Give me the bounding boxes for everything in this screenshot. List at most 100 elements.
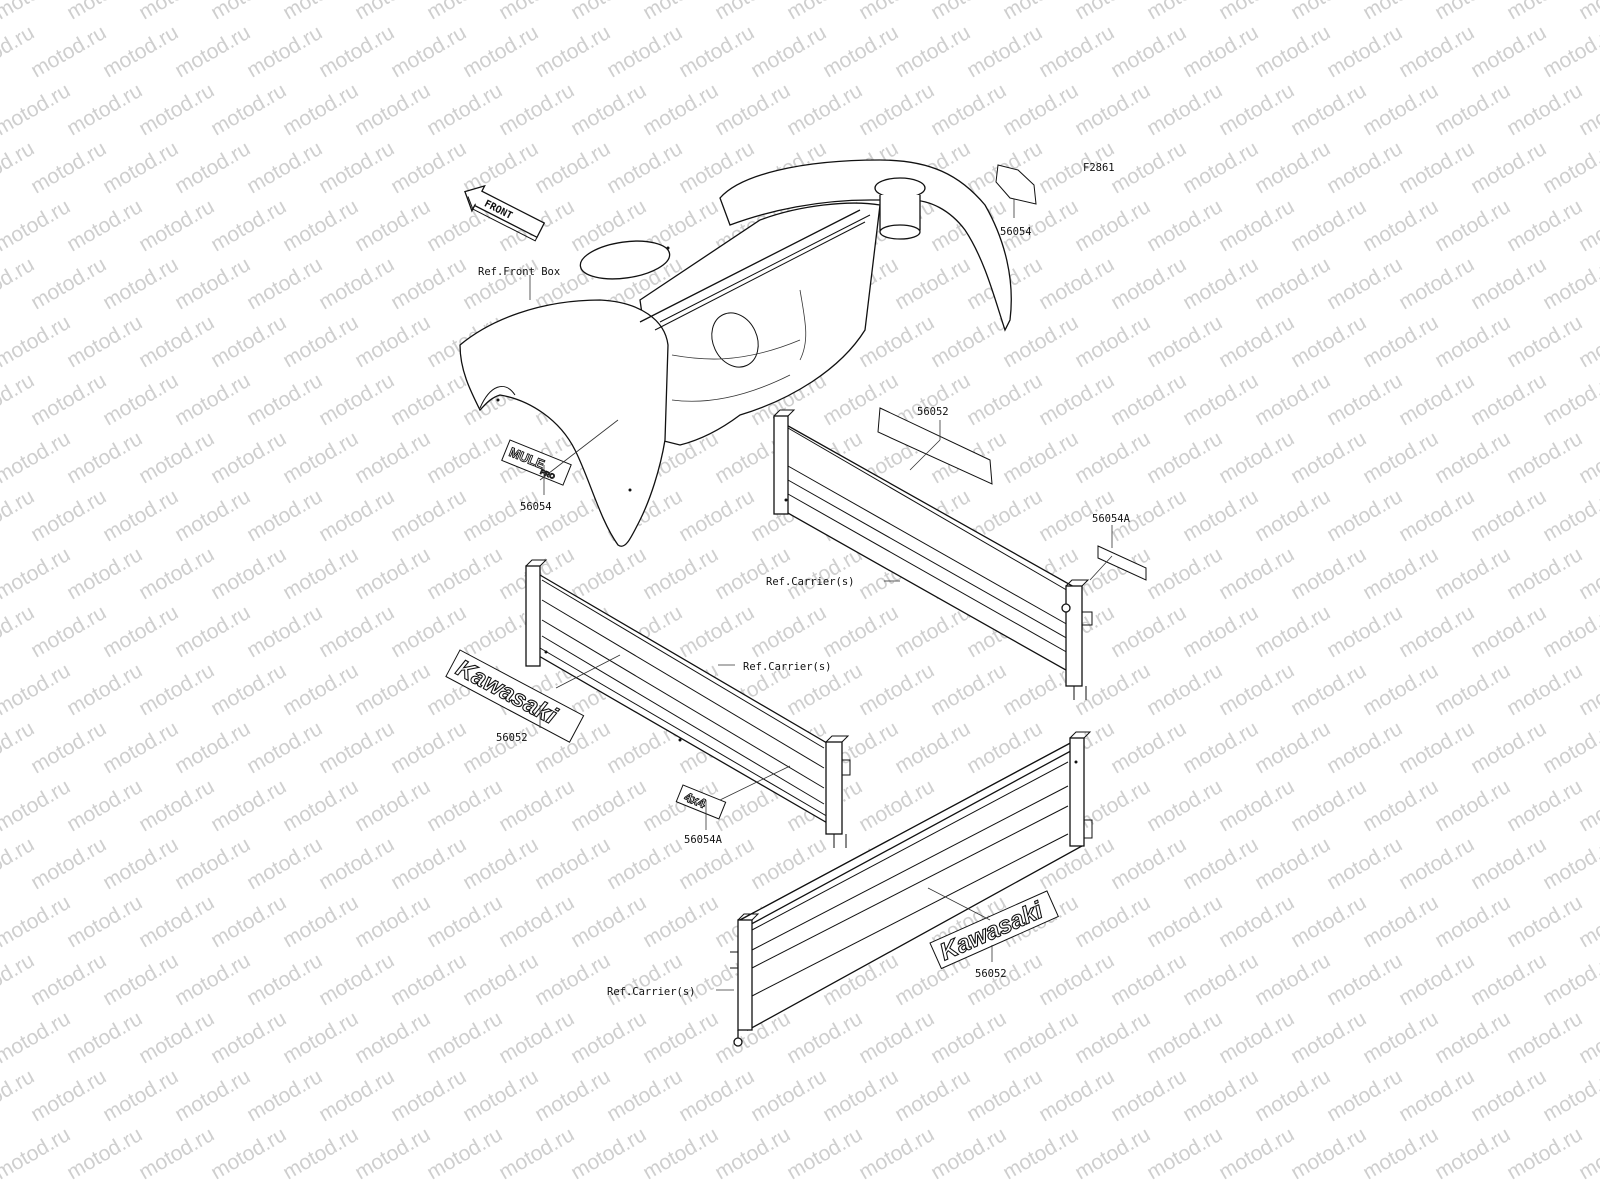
watermark-text: motod.ru	[603, 1065, 686, 1126]
watermark-text: motod.ru	[63, 311, 146, 372]
watermark-text: motod.ru	[1251, 253, 1334, 314]
watermark-text: motod.ru	[1539, 369, 1600, 430]
watermark-text: motod.ru	[423, 891, 506, 952]
watermark-text: motod.ru	[1035, 253, 1118, 314]
watermark-text: motod.ru	[1395, 833, 1478, 894]
watermark-text: motod.ru	[351, 891, 434, 952]
watermark-text: motod.ru	[1431, 659, 1514, 720]
label-56052-top: 56052	[917, 406, 949, 418]
watermark-text: motod.ru	[171, 485, 254, 546]
watermark-text: motod.ru	[99, 1065, 182, 1126]
watermark-text: motod.ru	[1467, 833, 1550, 894]
watermark-text: motod.ru	[1287, 0, 1370, 24]
watermark-text: motod.ru	[783, 543, 866, 604]
watermark-text: motod.ru	[1431, 311, 1514, 372]
watermark-text: motod.ru	[1431, 1123, 1514, 1184]
watermark-text: motod.ru	[0, 1007, 74, 1068]
label-ref-carrier-2: Ref.Carrier(s)	[743, 661, 832, 673]
watermark-text: motod.ru	[963, 369, 1046, 430]
watermark-text: motod.ru	[1431, 195, 1514, 256]
watermark-text: motod.ru	[63, 1123, 146, 1184]
watermark-text: motod.ru	[1503, 775, 1586, 836]
watermark-text: motod.ru	[1467, 717, 1550, 778]
watermark-text: motod.ru	[99, 717, 182, 778]
watermark-text: motod.ru	[279, 1123, 362, 1184]
watermark-text: motod.ru	[1323, 21, 1406, 82]
watermark-text: motod.ru	[207, 0, 290, 24]
watermark-text: motod.ru	[1539, 253, 1600, 314]
watermark-text: motod.ru	[819, 601, 902, 662]
watermark-text: motod.ru	[567, 0, 650, 24]
watermark-text: motod.ru	[1215, 427, 1298, 488]
watermark-text: motod.ru	[1179, 253, 1262, 314]
watermark-text: motod.ru	[351, 543, 434, 604]
watermark-text: motod.ru	[639, 1007, 722, 1068]
watermark-text: motod.ru	[783, 1123, 866, 1184]
watermark-text: motod.ru	[27, 369, 110, 430]
watermark-text: motod.ru	[1431, 543, 1514, 604]
watermark-text: motod.ru	[675, 485, 758, 546]
watermark-text: motod.ru	[567, 1007, 650, 1068]
watermark-text: motod.ru	[135, 1123, 218, 1184]
watermark-text: motod.ru	[279, 311, 362, 372]
watermark-text: motod.ru	[1359, 891, 1442, 952]
watermark-text: motod.ru	[27, 949, 110, 1010]
watermark-text: motod.ru	[927, 0, 1010, 24]
watermark-text: motod.ru	[0, 195, 74, 256]
watermark-text: motod.ru	[1035, 369, 1118, 430]
watermark-text: motod.ru	[315, 717, 398, 778]
decal-56054-top	[995, 164, 1037, 205]
label-56054-left: 56054	[520, 501, 552, 513]
watermark-text: motod.ru	[207, 543, 290, 604]
watermark-text: motod.ru	[207, 775, 290, 836]
watermark-text: motod.ru	[711, 0, 794, 24]
watermark-text: motod.ru	[1539, 833, 1600, 894]
watermark-text: motod.ru	[1359, 311, 1442, 372]
watermark-text: motod.ru	[0, 79, 74, 140]
watermark-text: motod.ru	[1215, 891, 1298, 952]
watermark-text: motod.ru	[747, 21, 830, 82]
watermark-text: motod.ru	[351, 195, 434, 256]
watermark-text: motod.ru	[171, 1065, 254, 1126]
watermark-text: motod.ru	[1323, 1065, 1406, 1126]
watermark-text: motod.ru	[279, 195, 362, 256]
watermark-text: motod.ru	[351, 1007, 434, 1068]
watermark-text: motod.ru	[1539, 1065, 1600, 1126]
watermark-text: motod.ru	[531, 949, 614, 1010]
watermark-text: motod.ru	[1143, 1123, 1226, 1184]
watermark-text: motod.ru	[1539, 949, 1600, 1010]
four-by-four-decal: 4x4	[675, 784, 727, 820]
watermark-text: motod.ru	[1215, 1007, 1298, 1068]
watermark-text: motod.ru	[459, 833, 542, 894]
watermark-text: motod.ru	[855, 79, 938, 140]
watermark-text: motod.ru	[171, 949, 254, 1010]
watermark-text: motod.ru	[1071, 195, 1154, 256]
leader-lines	[529, 199, 1113, 991]
watermark-text: motod.ru	[1539, 137, 1600, 198]
label-56052-left: 56052	[496, 732, 528, 744]
label-56054-top: 56054	[1000, 226, 1032, 238]
watermark-text: motod.ru	[963, 21, 1046, 82]
watermark-text: motod.ru	[639, 543, 722, 604]
watermark-text: motod.ru	[315, 253, 398, 314]
watermark-text: motod.ru	[1179, 1065, 1262, 1126]
watermark-text: motod.ru	[1107, 21, 1190, 82]
watermark-text: motod.ru	[783, 1007, 866, 1068]
watermark-text: motod.ru	[135, 543, 218, 604]
watermark-text: motod.ru	[135, 659, 218, 720]
watermark-text: motod.ru	[1143, 79, 1226, 140]
watermark-text: motod.ru	[351, 659, 434, 720]
watermark-text: motod.ru	[1107, 949, 1190, 1010]
watermark-text: motod.ru	[27, 717, 110, 778]
callout-labels: F2861 Ref.Front Box 56054 56054 56052 56…	[478, 162, 1131, 998]
watermark-text: motod.ru	[1467, 369, 1550, 430]
watermark-text: motod.ru	[927, 79, 1010, 140]
watermark-text: motod.ru	[27, 21, 110, 82]
watermark-text: motod.ru	[1251, 949, 1334, 1010]
watermark-text: motod.ru	[243, 949, 326, 1010]
watermark-text: motod.ru	[0, 775, 74, 836]
watermark-text: motod.ru	[279, 543, 362, 604]
watermark-text: motod.ru	[1359, 427, 1442, 488]
watermark-text: motod.ru	[63, 1007, 146, 1068]
watermark-text: motod.ru	[63, 0, 146, 24]
